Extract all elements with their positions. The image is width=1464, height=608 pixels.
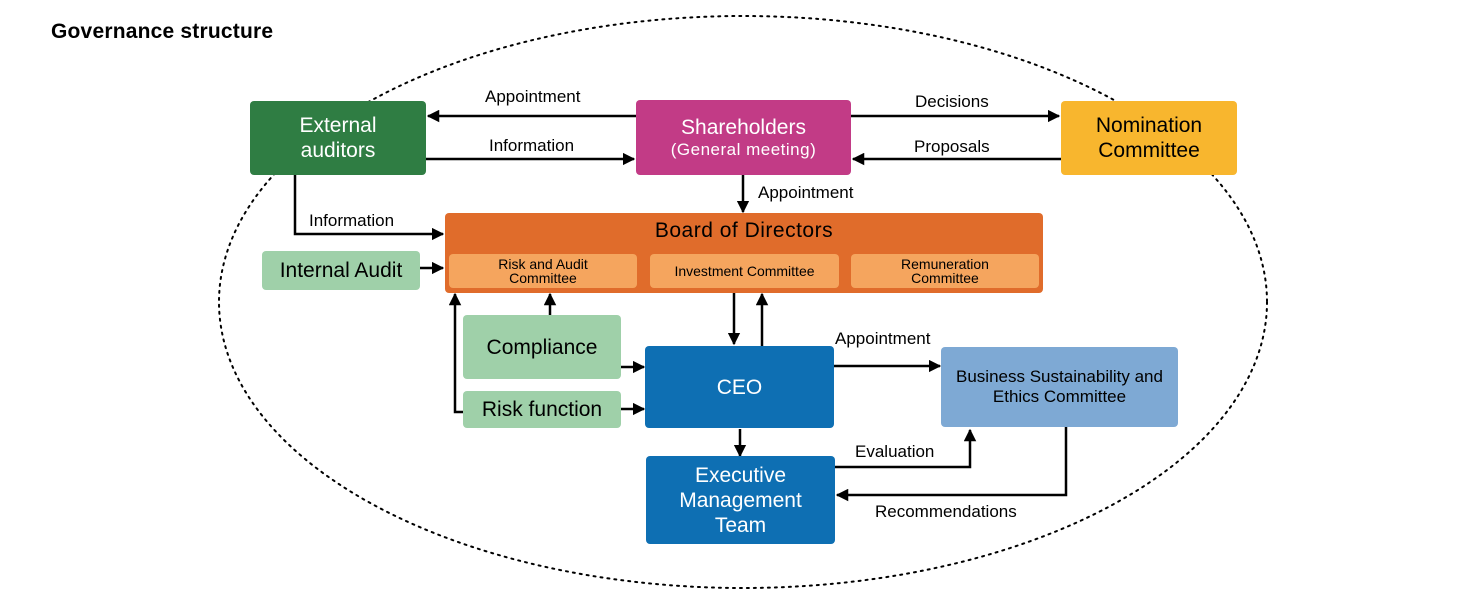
node-board-label: Board of Directors <box>654 219 834 242</box>
node-executive-team: Executive Management Team <box>646 456 835 544</box>
label-appointment-sustainability: Appointment <box>835 329 931 348</box>
node-remuneration-committee: Remuneration Committee <box>851 254 1039 288</box>
node-shareholders-label: Shareholders <box>681 116 806 139</box>
scope-ellipse <box>218 15 1268 589</box>
label-appointment-auditors: Appointment <box>485 87 581 106</box>
node-remuneration-committee-label: Remuneration Committee <box>901 256 989 286</box>
label-decisions: Decisions <box>915 92 989 111</box>
edge-risk-board <box>448 292 463 414</box>
label-information-board: Information <box>309 211 395 230</box>
node-investment-committee-label: Investment Committee <box>674 263 815 279</box>
node-risk-function: Risk function <box>463 391 621 428</box>
label-information-auditors: Information <box>489 136 575 155</box>
node-nomination-committee-label: Nomination Committee <box>1095 114 1203 162</box>
node-ceo-label: CEO <box>716 375 763 399</box>
edge-evaluation <box>834 428 977 469</box>
node-internal-audit: Internal Audit <box>262 251 420 290</box>
node-external-auditors-label: External auditors <box>299 114 377 162</box>
edge-information-board <box>293 175 445 241</box>
node-investment-committee: Investment Committee <box>650 254 839 288</box>
node-nomination-committee: Nomination Committee <box>1061 101 1237 175</box>
node-external-auditors: External auditors <box>250 101 426 175</box>
node-shareholders: Shareholders (General meeting) <box>636 100 851 175</box>
node-risk-audit-committee-label: Risk and Audit Committee <box>498 256 588 286</box>
node-compliance-label: Compliance <box>486 335 598 359</box>
label-recommendations: Recommendations <box>875 502 1017 521</box>
node-executive-team-label: Executive Management Team <box>679 463 802 537</box>
node-risk-audit-committee: Risk and Audit Committee <box>449 254 637 288</box>
node-internal-audit-label: Internal Audit <box>279 259 403 282</box>
label-evaluation: Evaluation <box>855 442 935 461</box>
edge-recommendations <box>835 427 1068 502</box>
node-sustainability-committee: Business Sustainability and Ethics Commi… <box>941 347 1178 427</box>
label-proposals: Proposals <box>914 137 990 156</box>
node-risk-function-label: Risk function <box>481 398 603 421</box>
node-ceo: CEO <box>645 346 834 428</box>
node-shareholders-sublabel: (General meeting) <box>670 140 817 159</box>
page-title: Governance structure <box>51 20 274 43</box>
node-sustainability-committee-label: Business Sustainability and Ethics Commi… <box>956 367 1163 406</box>
node-compliance: Compliance <box>463 315 621 379</box>
label-appointment-board: Appointment <box>758 183 854 202</box>
